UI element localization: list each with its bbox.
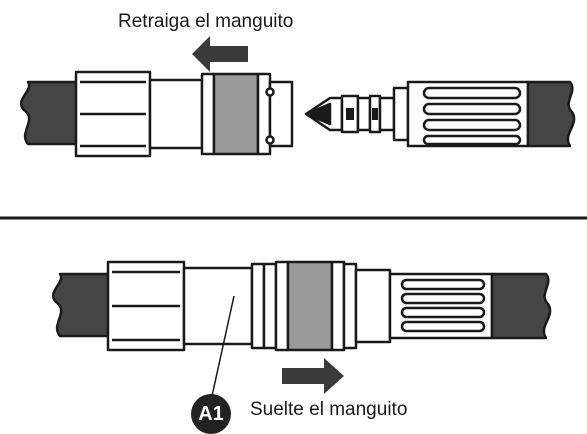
bottom-sleeve	[250, 260, 358, 352]
bottom-coupler-body	[182, 266, 254, 346]
bottom-left-hose	[52, 272, 114, 338]
top-plug	[304, 86, 410, 142]
top-right-hose	[526, 80, 576, 148]
top-illustration	[20, 36, 576, 158]
bottom-right-hose	[490, 272, 552, 340]
callout-leader	[211, 295, 235, 397]
top-sleeve	[200, 72, 294, 156]
bottom-hex-nut	[106, 260, 186, 352]
callout-badge-circle	[191, 394, 231, 434]
retract-arrow	[192, 36, 248, 72]
release-instruction: Suelte el manguito	[250, 399, 408, 420]
top-knurled-collar	[406, 80, 530, 148]
top-hex-nut	[74, 70, 152, 158]
bottom-illustration	[52, 260, 552, 397]
release-arrow	[282, 358, 344, 394]
top-left-hose	[20, 80, 82, 146]
callout-badge: A1	[198, 402, 224, 425]
retract-instruction: Retraiga el manguito	[118, 11, 294, 32]
top-coupler-body	[148, 78, 204, 150]
bottom-knurled-collar	[354, 268, 494, 344]
